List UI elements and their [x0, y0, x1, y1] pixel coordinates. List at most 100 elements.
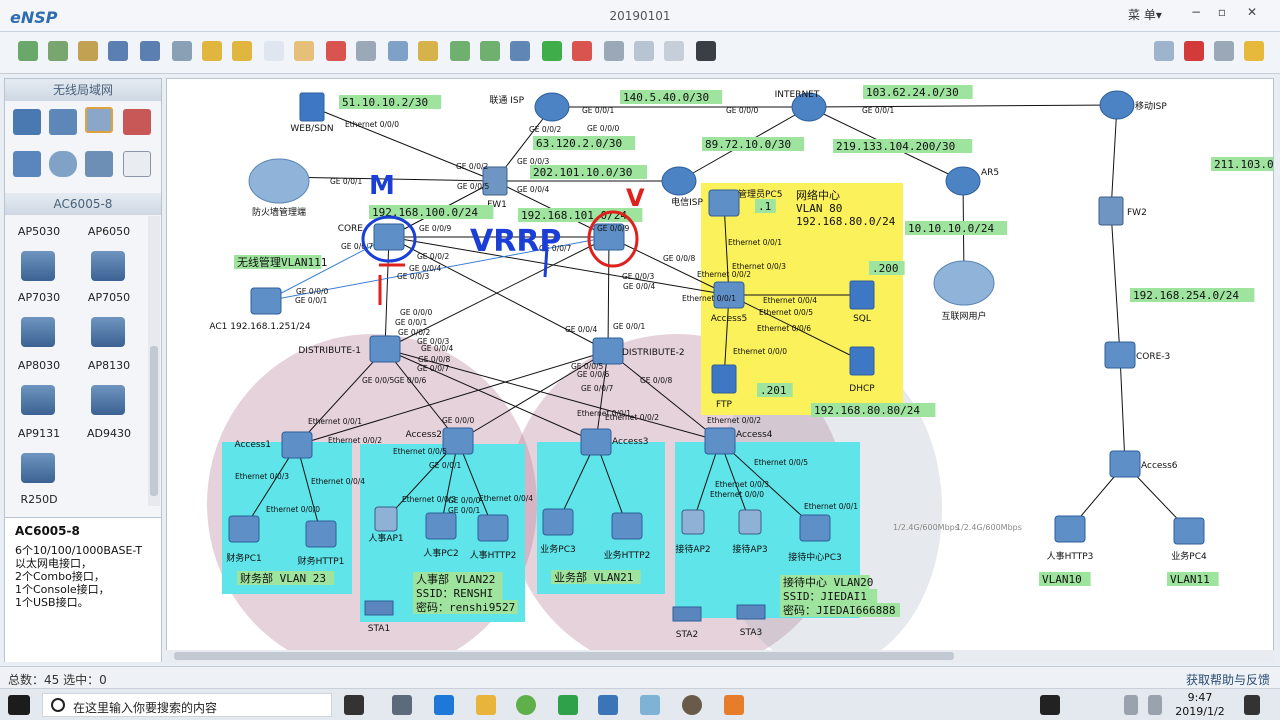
- access3-switch-icon[interactable]: [580, 428, 612, 456]
- new-example-icon[interactable]: [48, 41, 68, 61]
- windows-start-icon[interactable]: [8, 695, 30, 715]
- core2-switch-icon[interactable]: [593, 223, 625, 251]
- main-menu-button[interactable]: 菜 单▾: [1128, 8, 1162, 22]
- router-category-icon[interactable]: [13, 109, 41, 135]
- ap7030-icon[interactable]: [21, 317, 55, 347]
- link-access3-bhttp2[interactable]: [595, 441, 628, 527]
- settings-icon[interactable]: [1214, 41, 1234, 61]
- link-core-dist2[interactable]: [388, 236, 609, 352]
- ap3-ap-icon[interactable]: [738, 509, 762, 535]
- link-fwcloud-fw1[interactable]: [278, 176, 496, 182]
- access6-switch-icon[interactable]: [1109, 450, 1141, 478]
- start-device-icon[interactable]: [542, 41, 562, 61]
- access5-switch-icon[interactable]: [713, 281, 745, 309]
- task-view-icon[interactable]: [344, 695, 364, 715]
- zoom-in-icon[interactable]: [450, 41, 470, 61]
- link-access1-http1[interactable]: [296, 444, 322, 535]
- pc-category-icon[interactable]: [13, 151, 41, 177]
- ap6050-icon[interactable]: [91, 251, 125, 281]
- core-switch-icon[interactable]: [373, 223, 405, 251]
- http3-switch-icon[interactable]: [1054, 515, 1086, 543]
- text-icon[interactable]: [388, 41, 408, 61]
- message-icon[interactable]: [1154, 41, 1174, 61]
- access4-switch-icon[interactable]: [704, 427, 736, 455]
- cli-icon[interactable]: [696, 41, 716, 61]
- link-core-dist1[interactable]: [384, 236, 390, 350]
- link-ac1-core2[interactable]: [265, 236, 610, 302]
- ap5030-icon[interactable]: [21, 251, 55, 281]
- link-fw2-core3[interactable]: [1110, 210, 1121, 356]
- undo-icon[interactable]: [202, 41, 222, 61]
- cloud-category-icon[interactable]: [49, 151, 77, 177]
- link-core-access5[interactable]: [388, 236, 730, 296]
- web-server-icon[interactable]: [299, 92, 325, 122]
- link-dist1-access4[interactable]: [384, 348, 721, 442]
- edge-icon[interactable]: [434, 695, 454, 715]
- print-icon[interactable]: [172, 41, 192, 61]
- link-dist2-access2[interactable]: [457, 350, 609, 442]
- ap8130-icon[interactable]: [91, 385, 125, 415]
- netuser-cloud-icon[interactable]: [933, 260, 995, 306]
- fit-view-icon[interactable]: [510, 41, 530, 61]
- fwcloud-cloud-icon[interactable]: [248, 158, 310, 204]
- delete-all-icon[interactable]: [356, 41, 376, 61]
- hand-icon[interactable]: [294, 41, 314, 61]
- zoom-out-icon[interactable]: [480, 41, 500, 61]
- link-dist2-access4[interactable]: [607, 350, 721, 442]
- ac1-switch-icon[interactable]: [250, 287, 282, 315]
- access2-switch-icon[interactable]: [442, 427, 474, 455]
- huawei-logo-icon[interactable]: [1184, 41, 1204, 61]
- grid-icon[interactable]: [664, 41, 684, 61]
- delete-icon[interactable]: [326, 41, 346, 61]
- sta3-laptop-icon[interactable]: [736, 604, 766, 620]
- dist1-switch-icon[interactable]: [369, 335, 401, 363]
- maximize-button[interactable]: ▫: [1217, 5, 1227, 19]
- file-explorer-icon[interactable]: [476, 695, 496, 715]
- link-access2-http2[interactable]: [457, 440, 494, 529]
- help-feedback-link[interactable]: 获取帮助与反馈: [1185, 673, 1270, 687]
- select-icon[interactable]: [264, 41, 284, 61]
- pc4-switch-icon[interactable]: [1173, 517, 1205, 545]
- link-access4-rpc3[interactable]: [719, 440, 816, 529]
- pc1-switch-icon[interactable]: [228, 515, 260, 543]
- telecom-router-icon[interactable]: [661, 166, 697, 196]
- wlan-category-icon[interactable]: [85, 107, 113, 133]
- unicom-router-icon[interactable]: [534, 92, 570, 122]
- app-icon[interactable]: [516, 695, 536, 715]
- link-dist1-access1[interactable]: [296, 348, 386, 446]
- link-mobile-fw2[interactable]: [1110, 104, 1118, 212]
- access1-switch-icon[interactable]: [281, 431, 313, 459]
- store-icon[interactable]: [392, 695, 412, 715]
- fw1-firewall-icon[interactable]: [482, 166, 508, 196]
- link-access2-pc2[interactable]: [440, 440, 459, 527]
- pc2-switch-icon[interactable]: [425, 512, 457, 540]
- ap1-ap-icon[interactable]: [374, 506, 398, 532]
- pc5-switch-icon[interactable]: [708, 189, 740, 217]
- save-as-icon[interactable]: [140, 41, 160, 61]
- sta1-laptop-icon[interactable]: [364, 600, 394, 616]
- topology-icon[interactable]: [634, 41, 654, 61]
- ap2-ap-icon[interactable]: [681, 509, 705, 535]
- link-internet-mobile[interactable]: [808, 104, 1118, 108]
- capture-icon[interactable]: [604, 41, 624, 61]
- ftp-server-icon[interactable]: [711, 364, 737, 394]
- app3-icon[interactable]: [724, 695, 744, 715]
- device-list-scrollbar[interactable]: [148, 216, 160, 506]
- link-dist2-access3[interactable]: [595, 350, 609, 443]
- stop-device-icon[interactable]: [572, 41, 592, 61]
- ap7050-icon[interactable]: [91, 317, 125, 347]
- ap8030-icon[interactable]: [21, 385, 55, 415]
- sta2-laptop-icon[interactable]: [672, 606, 702, 622]
- people-icon[interactable]: [1124, 695, 1138, 715]
- rpc3-switch-icon[interactable]: [799, 514, 831, 542]
- dhcp-server-icon[interactable]: [849, 346, 875, 376]
- link-access5-dhcp[interactable]: [728, 294, 863, 362]
- link-ac1-core[interactable]: [265, 236, 390, 302]
- ar5-router-icon[interactable]: [945, 166, 981, 196]
- link-core3-access6[interactable]: [1119, 354, 1126, 465]
- link-category-icon[interactable]: [123, 151, 151, 177]
- link-access5-pc5[interactable]: [723, 202, 730, 296]
- internet-router-icon[interactable]: [791, 92, 827, 122]
- close-button[interactable]: ✕: [1246, 5, 1258, 19]
